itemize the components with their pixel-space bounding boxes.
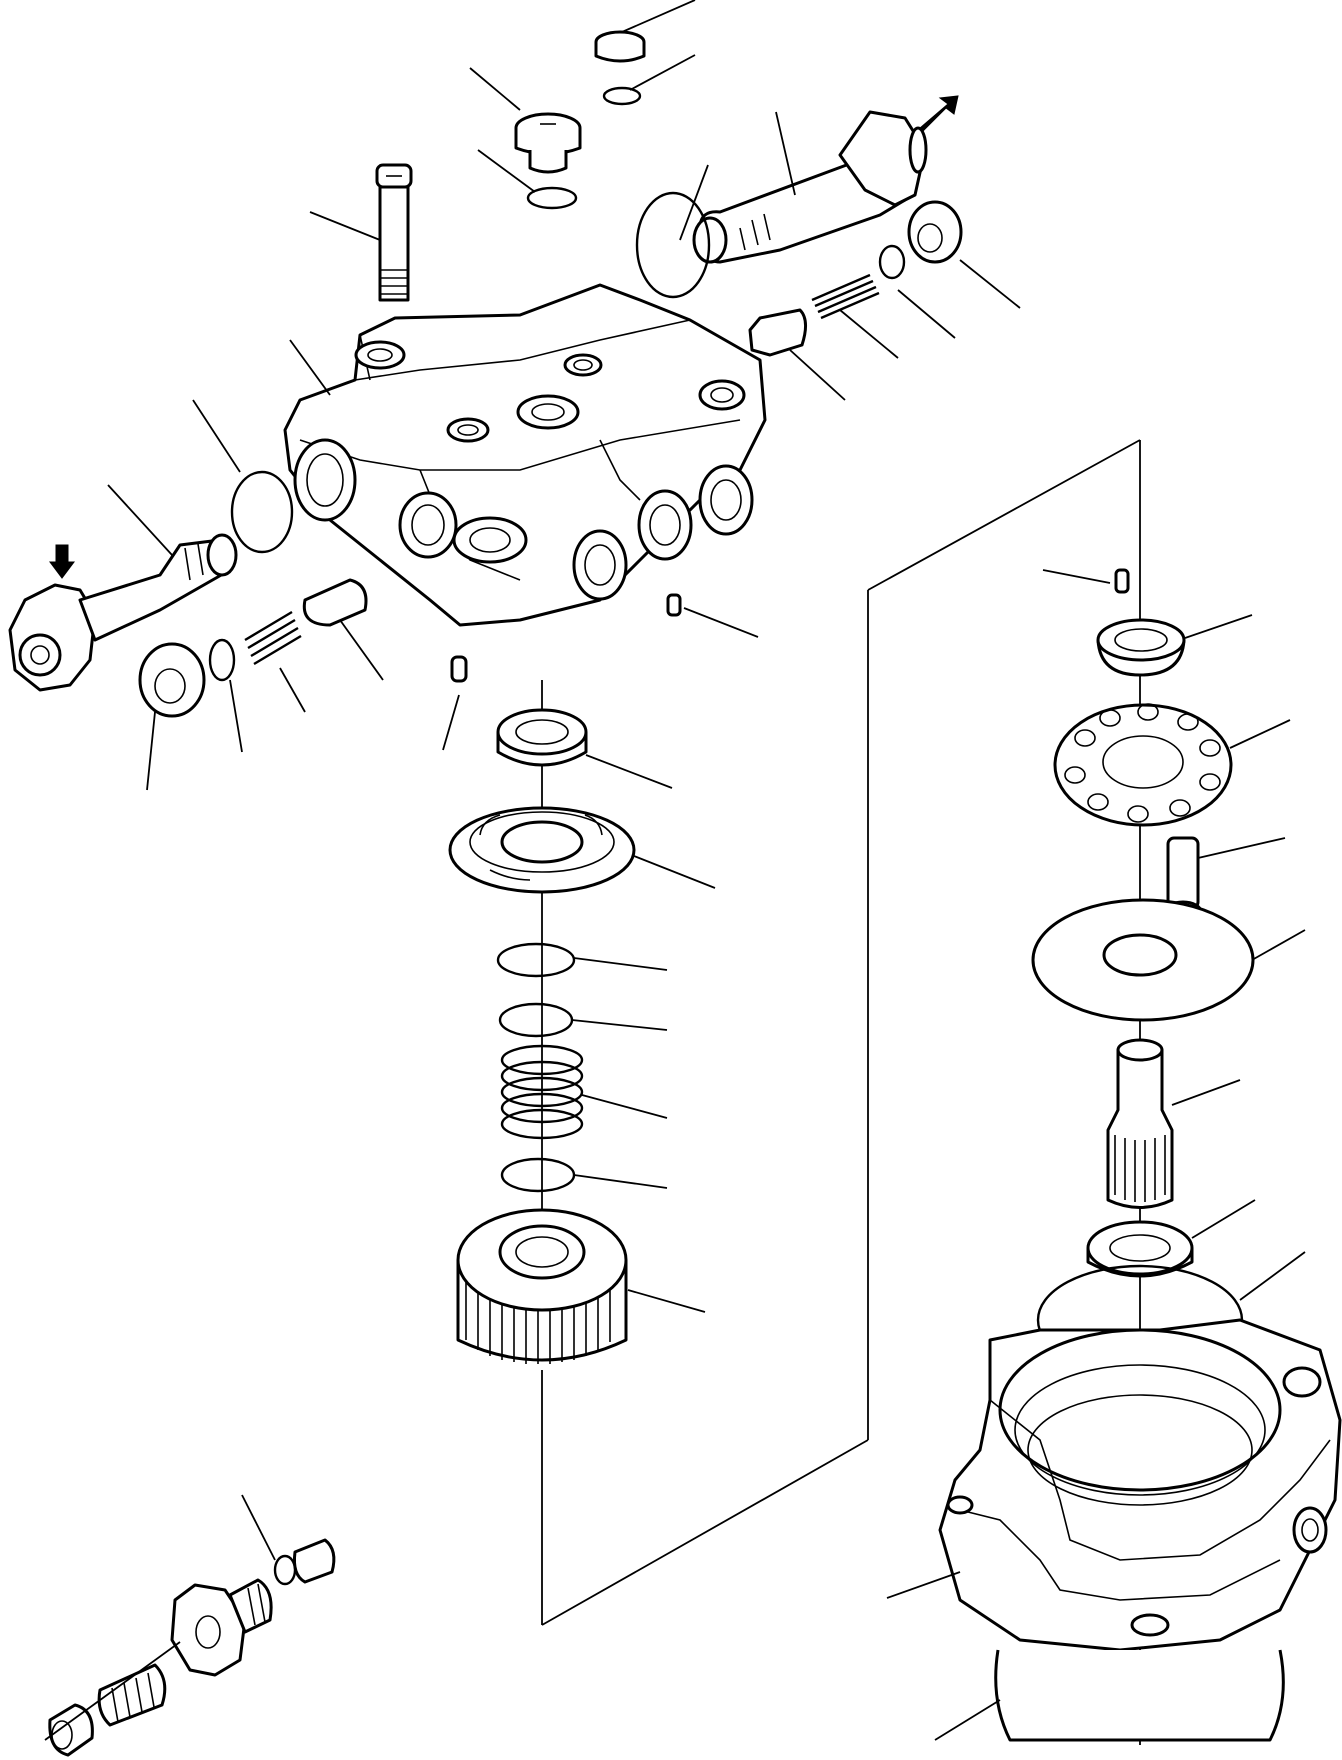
drive-shaft: [1106, 1038, 1174, 1209]
dowel-pin: [450, 655, 468, 683]
cylinder-block: [456, 1208, 628, 1364]
small-plug: [594, 30, 646, 106]
left-relief-valve: [8, 470, 294, 692]
washer-lower: [500, 1157, 576, 1193]
swash-plate: [1031, 898, 1255, 1022]
retainer-cup: [1096, 618, 1186, 677]
snap-ring: [496, 942, 576, 978]
washer: [498, 1002, 574, 1038]
check-valve-assembly: [48, 1538, 336, 1757]
valve-block: [283, 283, 767, 627]
right-relief-valve: [635, 110, 928, 299]
dowel-pin: [1114, 568, 1130, 594]
left-spring-set: [138, 578, 368, 718]
motor-housing: [938, 1318, 1342, 1742]
retainer-plate: [1053, 703, 1233, 827]
callout-leaders: [44, 0, 1306, 1741]
bearing-upper: [496, 708, 588, 767]
top-plug: [514, 112, 582, 210]
arrow-icon: [49, 544, 75, 579]
valve-plate: [448, 806, 636, 894]
bearing-lower: [1086, 1220, 1194, 1278]
spring-center: [500, 1044, 584, 1140]
cap-screw: [375, 163, 413, 302]
arrow-icon: [919, 95, 959, 133]
right-spring-set: [748, 200, 963, 357]
dowel-pin: [666, 593, 682, 617]
